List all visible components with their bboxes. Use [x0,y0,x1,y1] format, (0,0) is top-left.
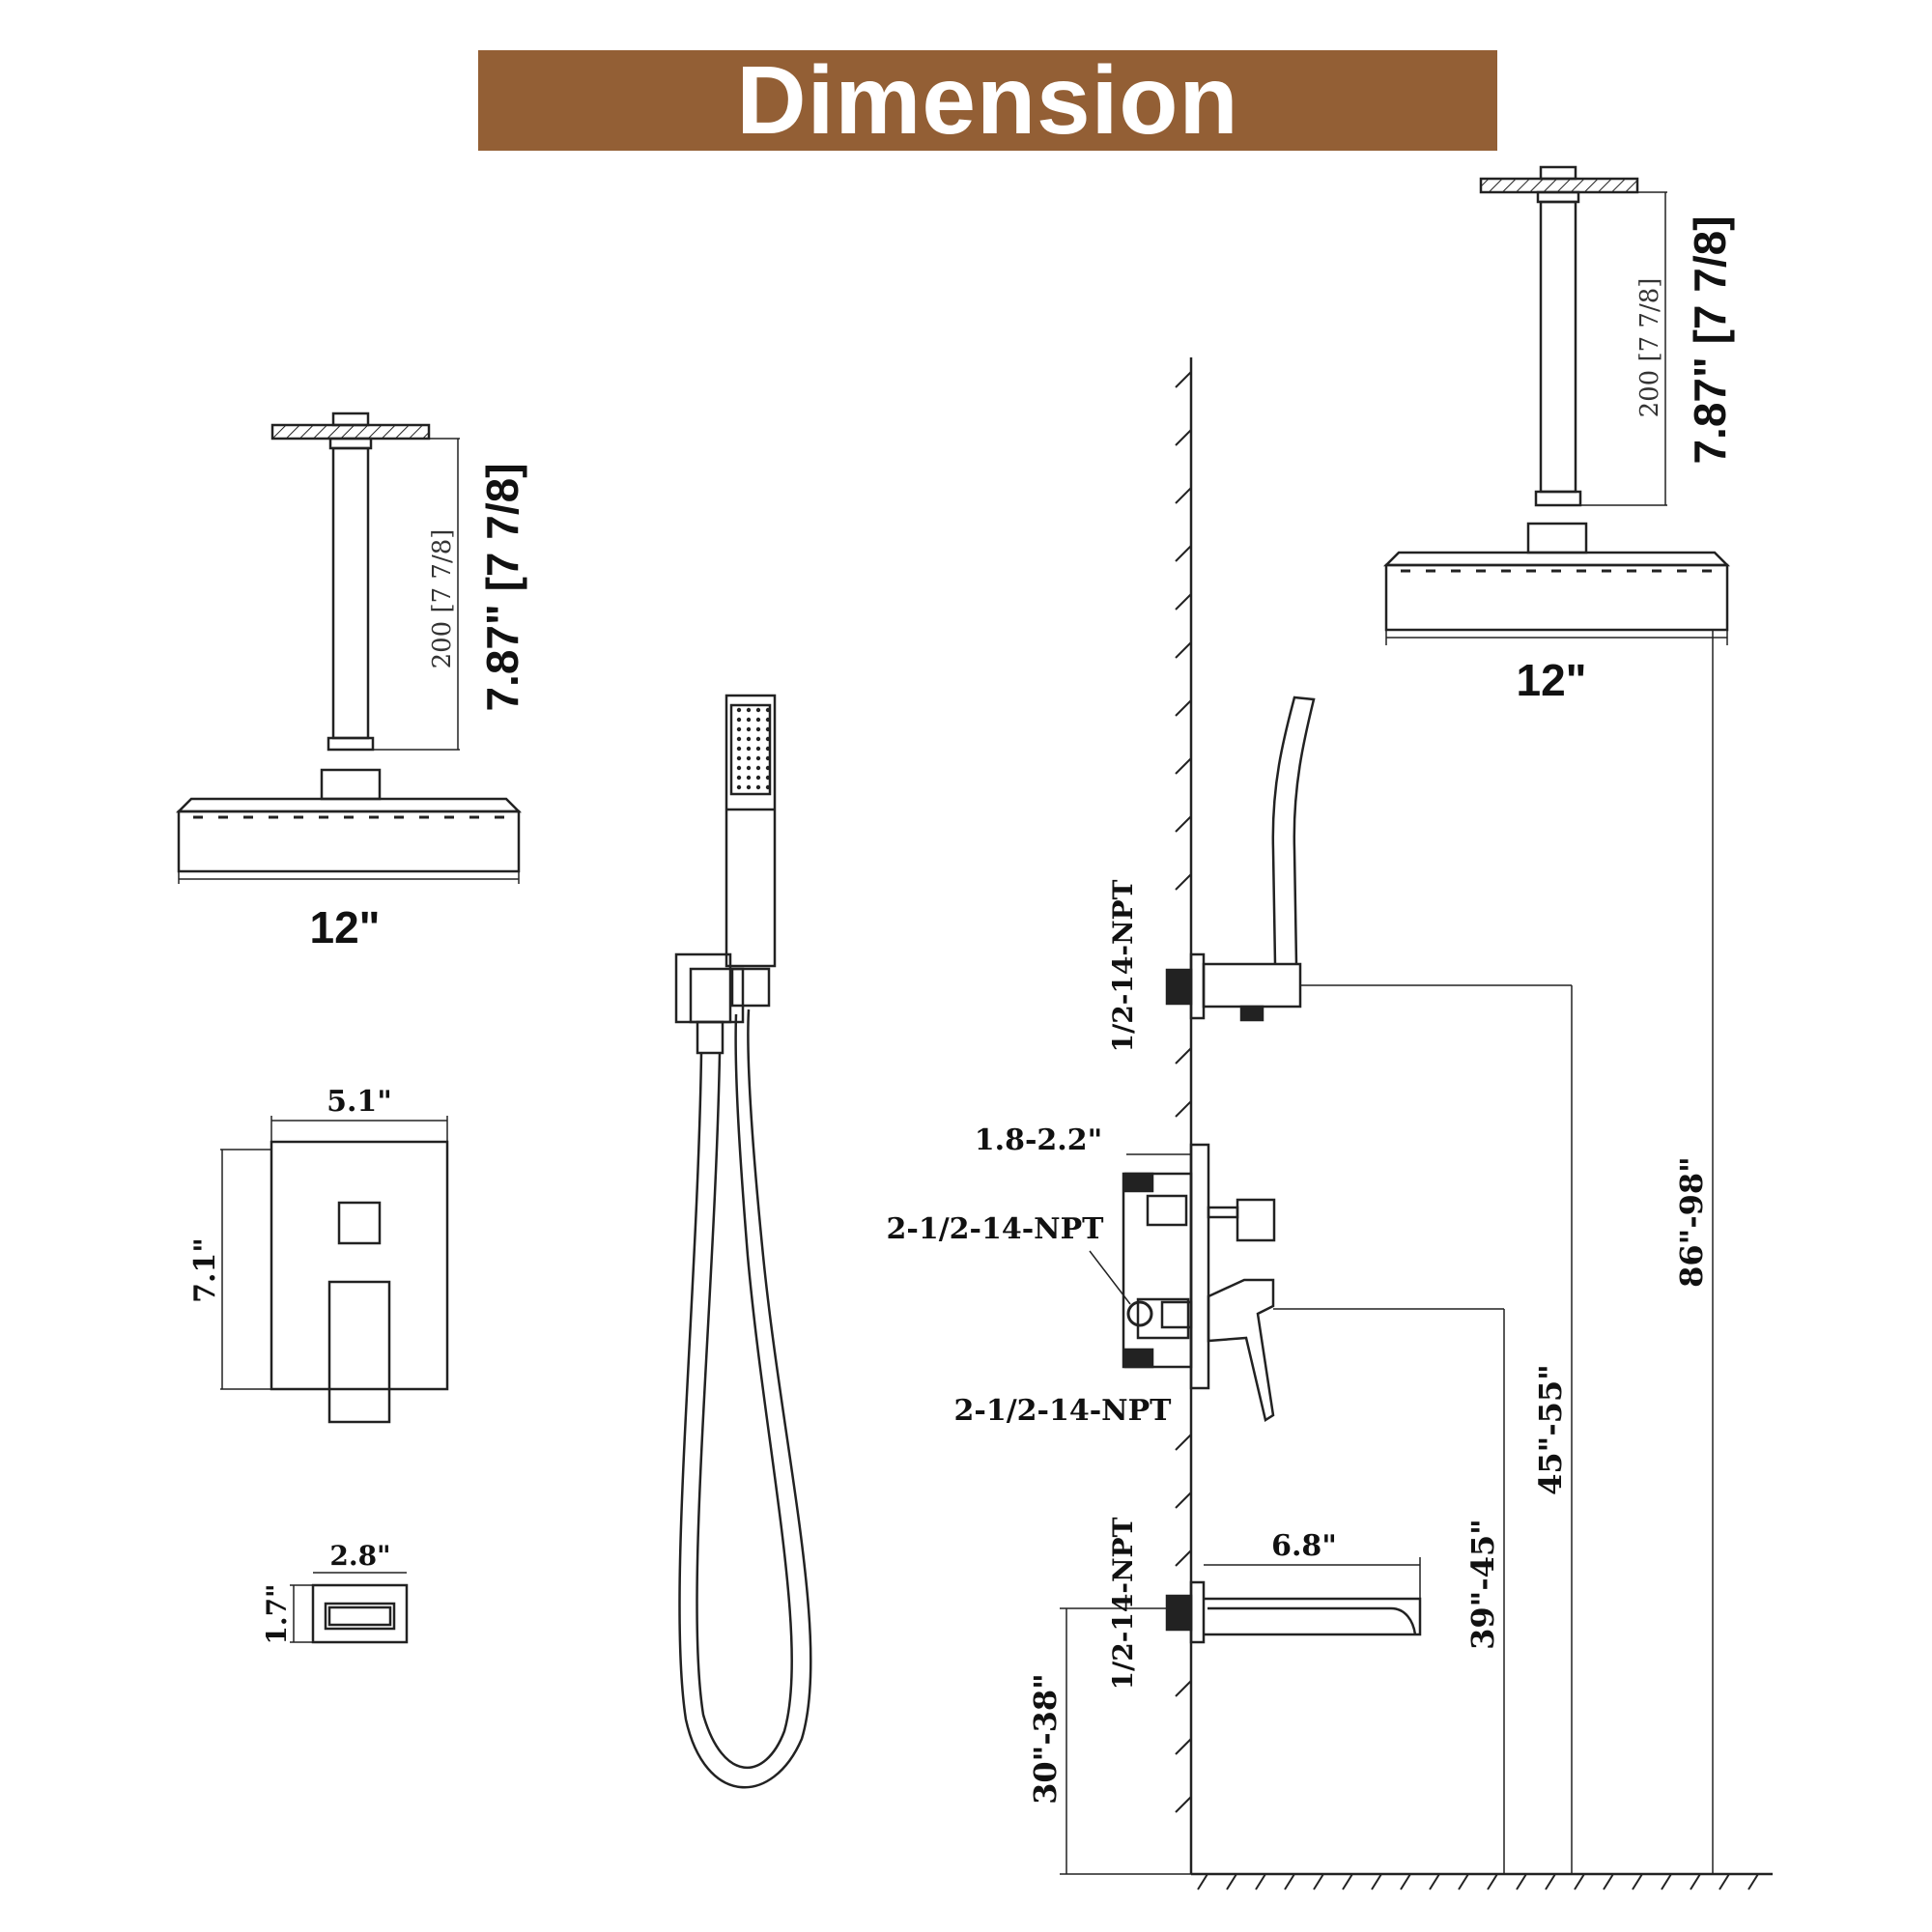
holder-bracket [674,952,732,1024]
side-view-wall [1175,357,1773,1890]
trim-lever [327,1280,391,1424]
valve-inlet-upper-label: 2-1/2-14-NPT [887,1212,1105,1246]
right-arm-length-in: 7.87" [7 7/8] [1685,215,1735,464]
hand-shower-spray-face [729,703,772,796]
left-head-body [177,810,521,873]
right-head-body [1384,563,1729,632]
valve-lever-side [1207,1278,1275,1422]
small-part-height: 1.7" [261,1583,293,1644]
trim-plate [220,1116,449,1424]
side-tub-spout [1060,1557,1422,1644]
hand-shower-handle [724,694,777,968]
right-ceiling-flange [1479,177,1639,194]
floor-hatch [1197,1873,1759,1890]
left-arm-length-in: 7.87" [7 7/8] [477,463,527,711]
small-part-body [311,1583,409,1644]
height-dimension-lines [1060,630,1714,1875]
spout-length-label: 6.8" [1271,1529,1337,1563]
diverter-knob-side [1236,1198,1276,1242]
small-part [290,1572,409,1644]
hand-shower [674,694,812,1789]
spout-height-label: 30"-38" [1027,1673,1064,1804]
trim-plate-body [270,1140,449,1391]
valve-trim-side [1189,1143,1210,1390]
trim-plate-height: 7.1" [188,1237,222,1303]
right-shower-arm [1539,200,1577,494]
small-part-width: 2.8" [329,1540,390,1572]
left-head-top [175,797,523,813]
valve-inlet-lower-label: 2-1/2-14-NPT [954,1394,1173,1428]
shower-head-height-label: 86"-98" [1673,1156,1710,1288]
handshower-connection-label: 1/2-14-NPT [1107,879,1139,1052]
side-handshower-outlet [1165,696,1572,1022]
handshower-height-label: 45"-55" [1532,1364,1569,1495]
side-valve [1089,1143,1504,1422]
diverter-knob [337,1201,382,1245]
right-arm-connector [1526,522,1588,554]
right-arm-length-mm: 200 [7 7/8] [1635,278,1664,418]
right-head-width: 12" [1517,655,1587,705]
right-shower-head [1382,165,1731,645]
wall-hatch [1175,371,1192,1813]
left-arm-length-mm: 200 [7 7/8] [428,529,457,669]
left-arm-connector [320,768,382,801]
left-flange-cap [331,412,370,427]
valve-depth-label: 1.8-2.2" [975,1123,1102,1157]
spout-connection-label: 1/2-14-NPT [1107,1517,1139,1690]
trim-plate-width: 5.1" [327,1085,392,1119]
valve-height-label: 39"-45" [1464,1519,1501,1650]
left-head-width: 12" [310,902,381,952]
left-shower-head [175,412,523,884]
page-title: Dimension [736,46,1239,155]
title-banner: Dimension [478,50,1497,151]
left-shower-arm [331,446,370,740]
left-ceiling-flange [270,423,431,440]
